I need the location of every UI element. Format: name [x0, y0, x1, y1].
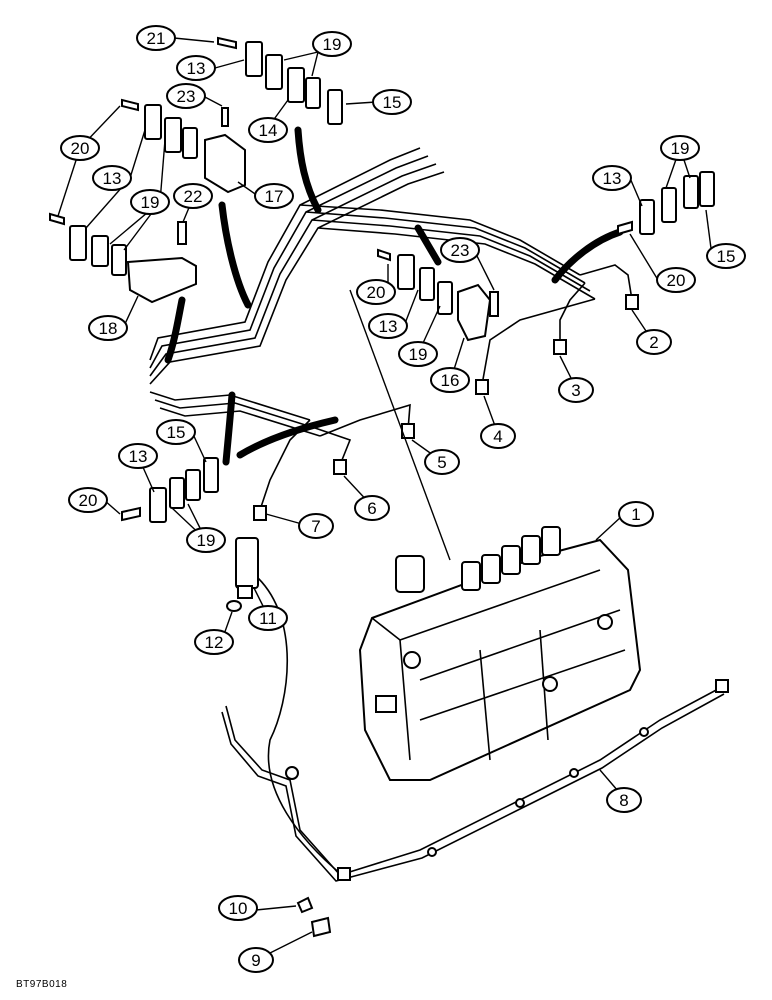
callout-13: 13	[176, 55, 216, 81]
callout-6: 6	[354, 495, 390, 521]
callout-15: 15	[706, 243, 746, 269]
callout-9: 9	[238, 947, 274, 973]
callout-18: 18	[88, 315, 128, 341]
callout-1: 1	[618, 501, 654, 527]
callout-7: 7	[298, 513, 334, 539]
svg-text:9: 9	[251, 951, 260, 970]
svg-text:23: 23	[177, 87, 196, 106]
drawing-id: BT97B018	[16, 979, 68, 990]
svg-text:5: 5	[437, 453, 446, 472]
callout-20: 20	[60, 135, 100, 161]
svg-text:20: 20	[79, 491, 98, 510]
svg-text:12: 12	[205, 633, 224, 652]
svg-text:10: 10	[229, 899, 248, 918]
clamp-hardware	[49, 36, 715, 523]
callout-19: 19	[398, 341, 438, 367]
svg-text:23: 23	[451, 241, 470, 260]
svg-text:11: 11	[259, 609, 277, 628]
svg-text:17: 17	[265, 187, 284, 206]
callout-14: 14	[248, 117, 288, 143]
svg-text:18: 18	[99, 319, 118, 338]
callout-16: 16	[430, 367, 470, 393]
callout-5: 5	[424, 449, 460, 475]
svg-text:20: 20	[71, 139, 90, 158]
callout-15: 15	[156, 419, 196, 445]
svg-text:13: 13	[187, 59, 206, 78]
leak-off-line	[221, 577, 729, 938]
callout-12: 12	[194, 629, 234, 655]
callout-19: 19	[312, 31, 352, 57]
svg-text:3: 3	[571, 381, 580, 400]
svg-text:15: 15	[167, 423, 186, 442]
callout-13: 13	[368, 313, 408, 339]
callout-23: 23	[440, 237, 480, 263]
svg-text:19: 19	[409, 345, 428, 364]
svg-text:15: 15	[383, 93, 402, 112]
svg-text:13: 13	[379, 317, 398, 336]
svg-text:20: 20	[667, 271, 686, 290]
fuel-nozzle	[226, 537, 259, 612]
callout-10: 10	[218, 895, 258, 921]
callout-4: 4	[480, 423, 516, 449]
callout-balloons: 1 2 3 4 5 6 7 8 9 10 11 12 13 13 13 13 1…	[60, 25, 746, 973]
svg-text:20: 20	[367, 283, 386, 302]
svg-text:1: 1	[631, 505, 640, 524]
svg-text:14: 14	[259, 121, 278, 140]
callout-13: 13	[92, 165, 132, 191]
svg-text:19: 19	[671, 139, 690, 158]
svg-text:15: 15	[717, 247, 736, 266]
callout-13: 13	[118, 443, 158, 469]
callout-8: 8	[606, 787, 642, 813]
svg-text:8: 8	[619, 791, 628, 810]
svg-text:16: 16	[441, 371, 460, 390]
svg-text:21: 21	[147, 29, 166, 48]
callout-3: 3	[558, 377, 594, 403]
svg-text:13: 13	[103, 169, 122, 188]
callout-19: 19	[130, 189, 170, 215]
callout-21: 21	[136, 25, 176, 51]
callout-19: 19	[660, 135, 700, 161]
callout-20: 20	[656, 267, 696, 293]
callout-17: 17	[254, 183, 294, 209]
svg-text:13: 13	[129, 447, 148, 466]
svg-text:19: 19	[197, 531, 216, 550]
callout-19: 19	[186, 527, 226, 553]
callout-15: 15	[372, 89, 412, 115]
callout-23: 23	[166, 83, 206, 109]
callout-13: 13	[592, 165, 632, 191]
callout-20: 20	[68, 487, 108, 513]
injection-lines-bundle	[149, 126, 639, 521]
svg-text:22: 22	[184, 187, 203, 206]
injection-pump	[358, 526, 642, 781]
svg-text:2: 2	[649, 333, 658, 352]
callout-22: 22	[173, 183, 213, 209]
svg-text:13: 13	[603, 169, 622, 188]
svg-text:19: 19	[323, 35, 342, 54]
callout-20: 20	[356, 279, 396, 305]
svg-text:7: 7	[311, 517, 320, 536]
callout-2: 2	[636, 329, 672, 355]
svg-text:6: 6	[367, 499, 376, 518]
svg-text:4: 4	[493, 427, 502, 446]
callout-11: 11	[248, 605, 288, 631]
svg-text:19: 19	[141, 193, 160, 212]
